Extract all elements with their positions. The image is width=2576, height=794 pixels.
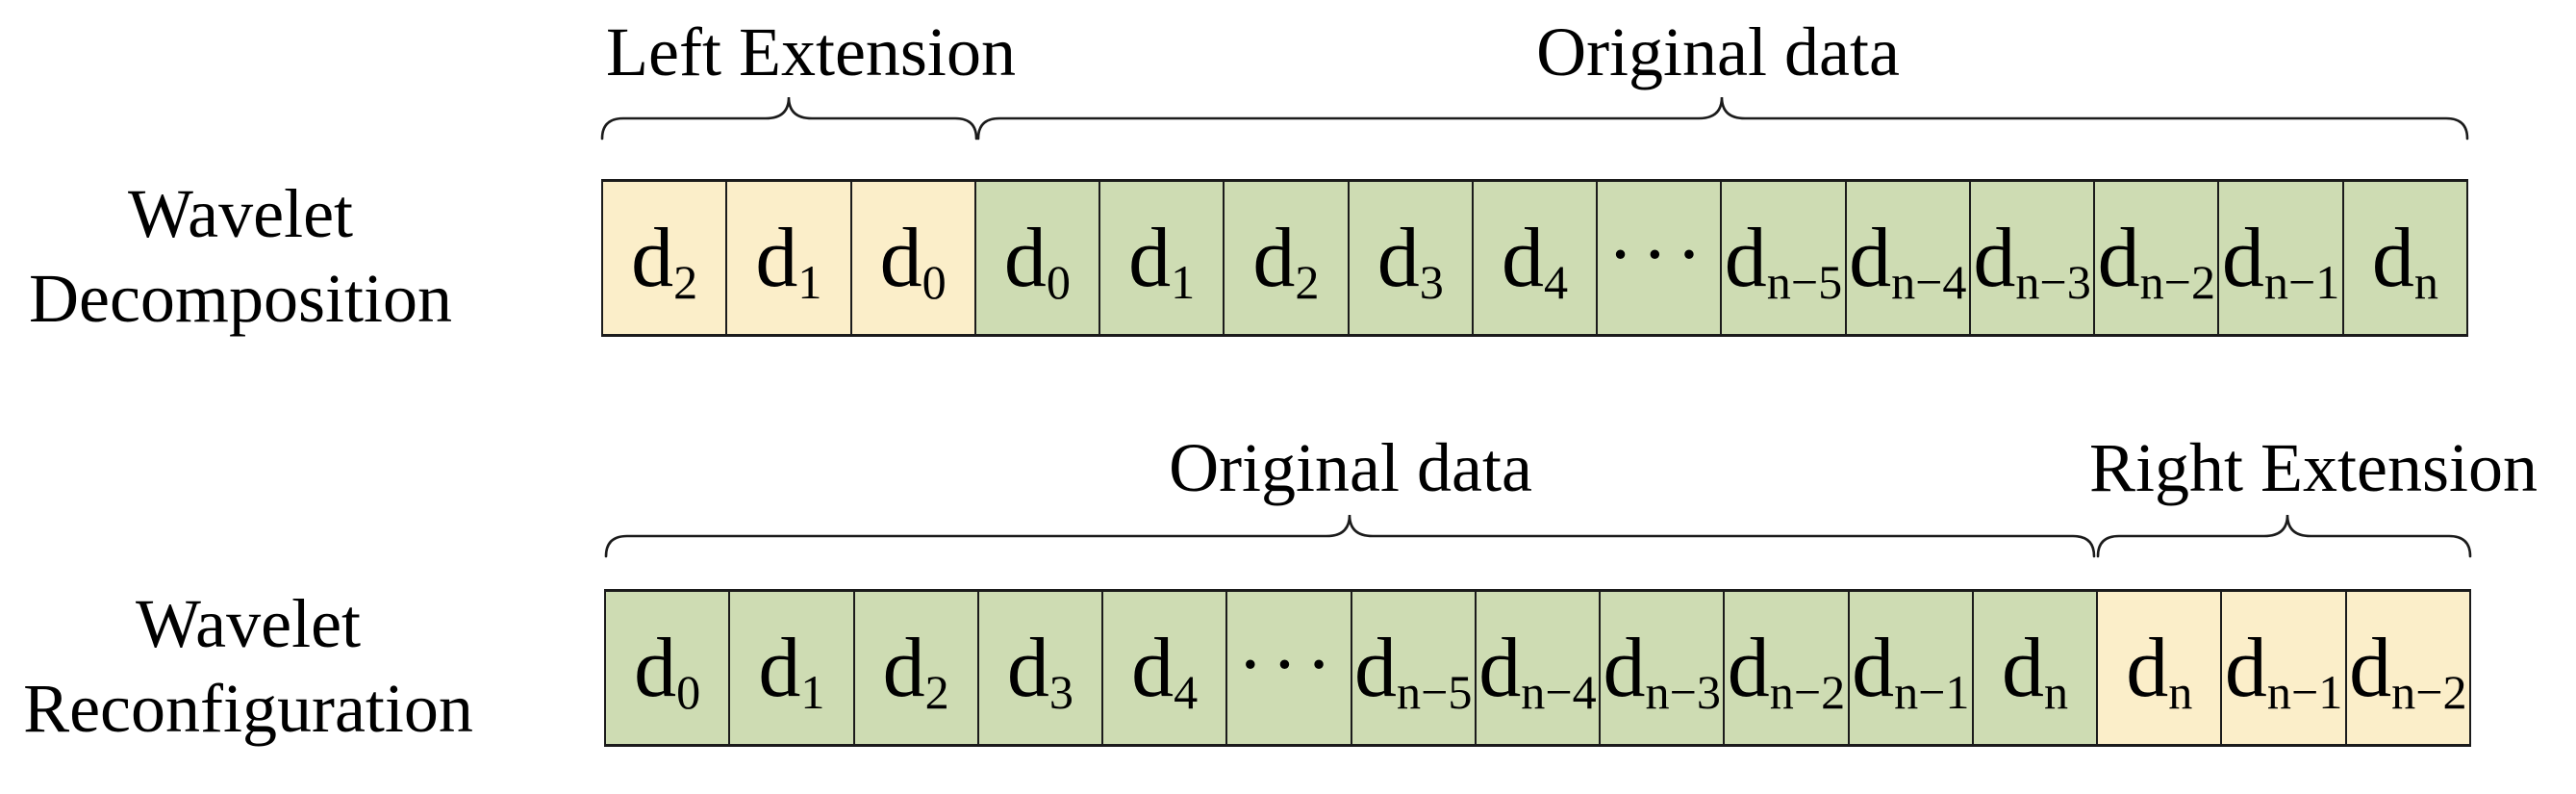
reconfiguration-cell: dn (1973, 592, 2099, 744)
original-data-top-label: Original data (1536, 13, 1900, 90)
decomposition-cell: d2 (1225, 182, 1350, 334)
reconfiguration-cell: d0 (606, 592, 731, 744)
decomposition-cell: d2 (603, 182, 728, 334)
reconfiguration-cell: d3 (978, 592, 1104, 744)
decomposition-row-label-line1: Wavelet (127, 175, 354, 252)
reconfiguration-ellipsis-cell: ··· (1227, 592, 1352, 744)
reconfiguration-table: d0 d1 d2 d3 d4 ··· dn−5 dn−4 dn−3 dn−2 d… (604, 589, 2471, 747)
reconfiguration-cell: dn−2 (2346, 592, 2469, 744)
left-extension-brace (600, 96, 978, 141)
reconfiguration-cell: dn−1 (2222, 592, 2347, 744)
reconfiguration-cell: dn−3 (1601, 592, 1726, 744)
decomposition-cell: dn−2 (2095, 182, 2220, 334)
decomposition-row-label-line2: Decomposition (29, 260, 452, 337)
reconfiguration-row-label: Wavelet Reconfiguration (23, 581, 473, 751)
decomposition-cell: dn−4 (1846, 182, 1971, 334)
reconfiguration-row-label-line1: Wavelet (135, 585, 362, 662)
decomposition-cell: dn−5 (1722, 182, 1847, 334)
decomposition-cell: d3 (1349, 182, 1474, 334)
decomposition-cell: d1 (1100, 182, 1225, 334)
decomposition-cell: dn−1 (2219, 182, 2344, 334)
right-extension-label: Right Extension (2089, 429, 2538, 506)
decomposition-cell: d0 (851, 182, 976, 334)
reconfiguration-cell: d1 (730, 592, 855, 744)
decomposition-cell: d1 (727, 182, 852, 334)
right-extension-brace (2096, 514, 2472, 558)
decomposition-cell: d0 (975, 182, 1101, 334)
left-extension-label: Left Extension (606, 13, 1016, 90)
original-data-bottom-label: Original data (1169, 429, 1532, 506)
original-data-bottom-brace (604, 514, 2096, 558)
decomposition-ellipsis-cell: ··· (1598, 182, 1723, 334)
reconfiguration-cell: dn−4 (1476, 592, 1602, 744)
reconfiguration-cell: dn−2 (1725, 592, 1850, 744)
original-data-top-brace (976, 96, 2469, 141)
reconfiguration-cell: dn−5 (1351, 592, 1477, 744)
decomposition-cell: d4 (1473, 182, 1599, 334)
decomposition-table: d2 d1 d0 d0 d1 d2 d3 d4 ··· dn−5 dn−4 dn… (601, 179, 2468, 337)
decomposition-cell: dn (2343, 182, 2466, 334)
decomposition-cell: dn−3 (1970, 182, 2096, 334)
reconfiguration-cell: dn (2098, 592, 2223, 744)
reconfiguration-cell: d2 (854, 592, 979, 744)
reconfiguration-cell: dn−1 (1849, 592, 1974, 744)
reconfiguration-row-label-line2: Reconfiguration (23, 670, 473, 747)
decomposition-row-label: Wavelet Decomposition (29, 171, 452, 341)
reconfiguration-cell: d4 (1103, 592, 1228, 744)
